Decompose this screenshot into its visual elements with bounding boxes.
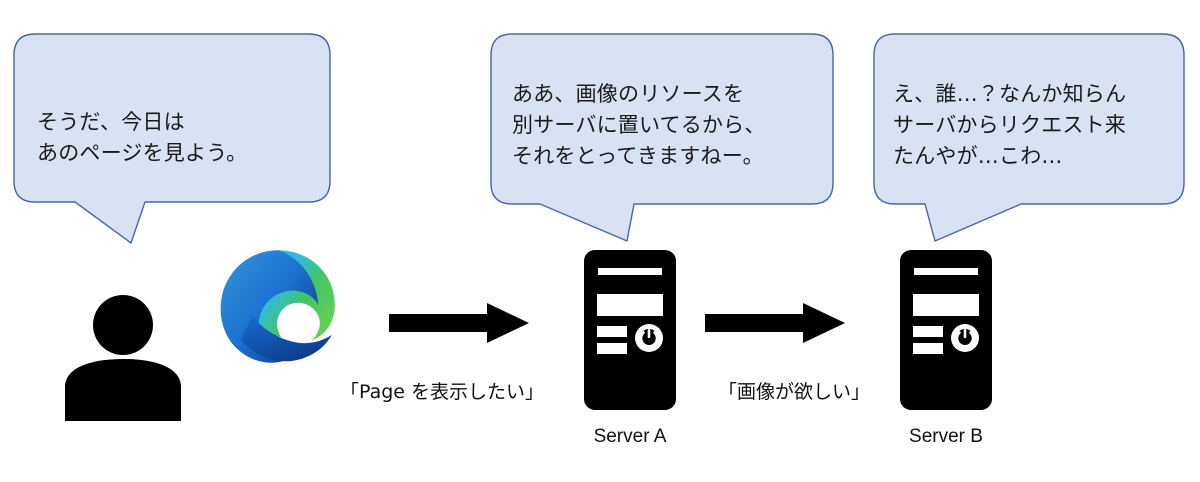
microsoft-edge-logo [216, 244, 340, 368]
speech-bubble-server-b: え、誰…？なんか知らん サーバからリクエスト来 たんやが…こわ… [873, 33, 1185, 248]
server-icon-b-shape [900, 250, 992, 410]
right-arrow-icon-server-a-to-server-b [705, 303, 845, 343]
person-icon-shape [65, 295, 181, 421]
server-icon-a [584, 250, 676, 410]
speech-bubble-server-b-shape [873, 33, 1185, 242]
speech-bubble-user-text: そうだ、今日は あのページを見よう。 [37, 110, 248, 165]
server-icon-b [900, 250, 992, 410]
arrow-caption-page-request: 「Page を表示したい」 [340, 381, 545, 403]
server-b-label: Server B [909, 426, 983, 447]
speech-bubble-server-a-text: ああ、画像のリソースを 別サーバに置いてるから、 それをとってきますねー。 [512, 82, 766, 168]
speech-bubble-server-a-shape [490, 33, 834, 242]
speech-bubble-server-a: ああ、画像のリソースを 別サーバに置いてるから、 それをとってきますねー。 [490, 33, 834, 248]
speech-bubble-user-shape [13, 33, 331, 244]
right-arrow-icon-user-to-server-a [389, 303, 529, 343]
speech-bubble-server-b-text: え、誰…？なんか知らん サーバからリクエスト来 たんやが…こわ… [893, 82, 1127, 168]
microsoft-edge-logo-shape [220, 250, 335, 363]
person-icon [62, 293, 184, 421]
server-a-label: Server A [593, 426, 667, 447]
right-arrow-shape [389, 303, 529, 343]
arrow-caption-image-request: 「画像が欲しい」 [718, 381, 871, 403]
server-icon-a-shape [584, 250, 676, 410]
right-arrow-shape-2 [705, 303, 845, 343]
speech-bubble-user: そうだ、今日は あのページを見よう。 [13, 33, 331, 245]
